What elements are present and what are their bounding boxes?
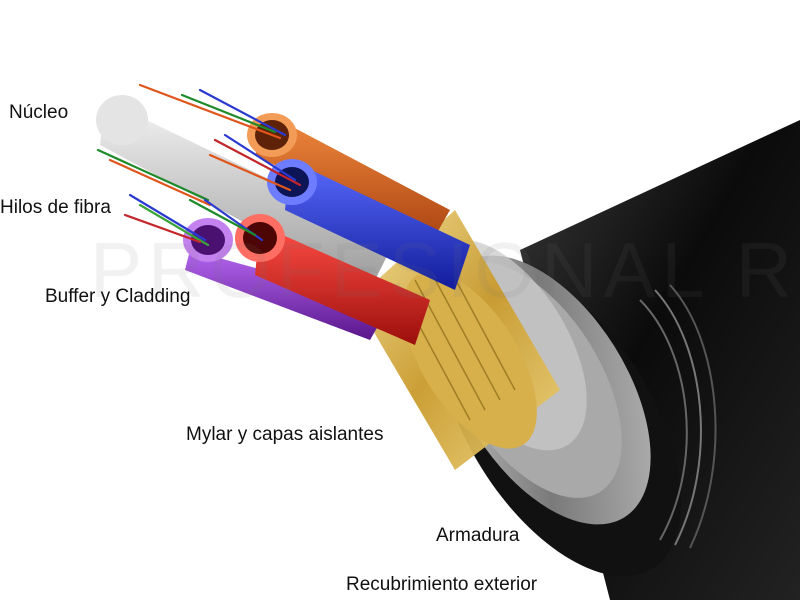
label-hilos-de-fibra: Hilos de fibra [0, 197, 111, 218]
label-nucleo: Núcleo [9, 102, 69, 123]
label-buffer-cladding: Buffer y Cladding [45, 286, 191, 307]
label-armadura: Armadura [436, 525, 520, 546]
fiber-strands [96, 83, 302, 247]
central-core [96, 95, 395, 290]
buffer-tube-purple [183, 218, 390, 340]
label-recubrimiento-exterior: Recubrimiento exterior [346, 574, 538, 595]
label-mylar-capas: Mylar y capas aislantes [186, 424, 384, 445]
